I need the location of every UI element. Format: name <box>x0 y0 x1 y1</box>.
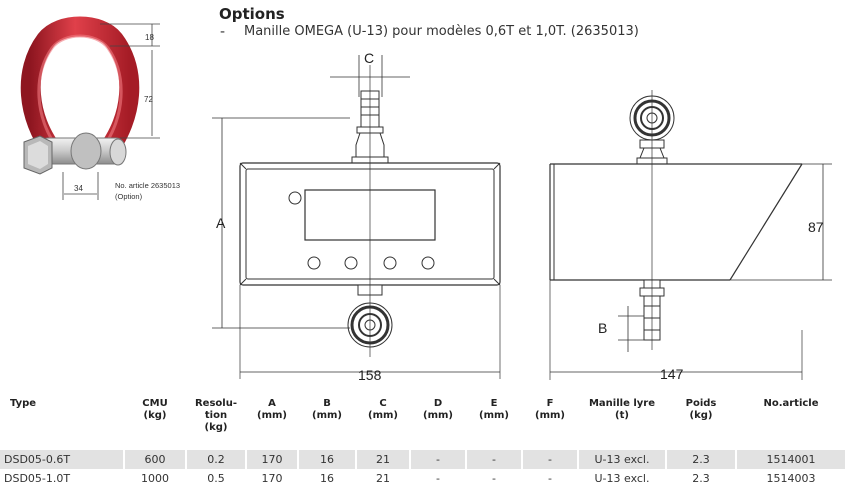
shackle-dim-height: 72 <box>144 95 153 104</box>
table-header-text: (mm) <box>257 410 287 421</box>
table-header-text: CMU <box>142 398 168 409</box>
table-cell: DSD05-1.0T <box>0 469 125 488</box>
table-header-text: (kg) <box>143 410 167 421</box>
table-header-text: B <box>323 398 331 409</box>
table-header-text: (mm) <box>535 410 565 421</box>
table-cell: 170 <box>246 450 299 469</box>
table-cell: 21 <box>356 450 411 469</box>
table-header-text: (mm) <box>312 410 342 421</box>
table-header-text: A <box>268 398 276 409</box>
shackle-article-number: No. article 2635013 <box>115 181 180 190</box>
table-cell: 0.5 <box>186 469 247 488</box>
table-header-cell: C(mm) <box>356 398 410 450</box>
options-title: Options <box>219 5 285 23</box>
table-cell: 0.2 <box>186 450 247 469</box>
options-bullet-dash: - <box>220 24 226 40</box>
table-header-text: No.article <box>763 398 819 409</box>
front-label-a: A <box>216 215 226 231</box>
table-header-text: (kg) <box>204 422 228 433</box>
shackle-bolt <box>23 132 127 175</box>
shackle-dim-top: 18 <box>145 33 154 42</box>
table-cell: 16 <box>298 469 357 488</box>
table-header-text: C <box>379 398 387 409</box>
front-label-c: C <box>364 50 374 66</box>
table-cell: 1000 <box>124 469 187 488</box>
table-header-cell: No.article <box>736 398 846 450</box>
table-header-cell: E(mm) <box>466 398 522 450</box>
shackle-dim-width: 34 <box>74 184 83 193</box>
table-cell: - <box>410 469 467 488</box>
shackle-diagram: 18 72 34 No. article 2635013 (Option) <box>20 16 180 201</box>
table-header-text: (mm) <box>423 410 453 421</box>
table-cell: 2.3 <box>666 469 737 488</box>
table-header-text: Resolu- <box>194 398 237 409</box>
table-cell: 21 <box>356 469 411 488</box>
options-shackle-description: Manille OMEGA (U-13) pour modèles 0,6T e… <box>244 24 639 39</box>
table-header-text: (mm) <box>368 410 398 421</box>
shackle-red-body <box>20 16 140 160</box>
front-width-158: 158 <box>358 367 382 383</box>
table-cell: 600 <box>124 450 187 469</box>
table-header-text: Manille lyre <box>588 398 656 409</box>
table-cell: - <box>522 450 579 469</box>
table-header-text: tion <box>204 410 228 421</box>
table-header-cell: Manille lyre(t) <box>578 398 666 450</box>
table-cell: 1514001 <box>736 450 847 469</box>
table-cell: 170 <box>246 469 299 488</box>
table-cell: DSD05-0.6T <box>0 450 125 469</box>
side-height-87: 87 <box>808 219 824 235</box>
table-cell: U-13 excl. <box>578 450 667 469</box>
table-cell: - <box>466 450 523 469</box>
table-header-cell: Poids(kg) <box>666 398 736 450</box>
table-header-cell: D(mm) <box>410 398 466 450</box>
table-cell: 2.3 <box>666 450 737 469</box>
table-header-cell: A(mm) <box>246 398 298 450</box>
table-cell: 16 <box>298 450 357 469</box>
table-cell: - <box>410 450 467 469</box>
table-header-cell: Type <box>0 398 124 450</box>
table-cell: U-13 excl. <box>578 469 667 488</box>
table-header-cell: Resolu-tion(kg) <box>186 398 246 450</box>
table-header-text: Poids <box>685 398 717 409</box>
shackle-article-option: (Option) <box>115 192 143 201</box>
table-header-text: (t) <box>615 410 629 421</box>
table-header-cell: CMU(kg) <box>124 398 186 450</box>
table-header-text: F <box>546 398 554 409</box>
table-header-cell: F(mm) <box>522 398 578 450</box>
side-label-b: B <box>598 320 607 336</box>
table-cell: - <box>522 469 579 488</box>
table-header-text: (mm) <box>479 410 509 421</box>
shackle-dimension-lines <box>62 23 160 200</box>
table-header-text: Type <box>10 398 37 409</box>
table-header-text: (kg) <box>689 410 713 421</box>
table-header-text: D <box>433 398 443 409</box>
table-cell: 1514003 <box>736 469 847 488</box>
side-view-diagram: 87 B 147 <box>549 90 832 382</box>
table-cell: - <box>466 469 523 488</box>
table-header-text: E <box>490 398 498 409</box>
front-view-diagram: C A 158 <box>212 50 501 383</box>
table-header-cell: B(mm) <box>298 398 356 450</box>
side-width-147: 147 <box>660 366 684 382</box>
